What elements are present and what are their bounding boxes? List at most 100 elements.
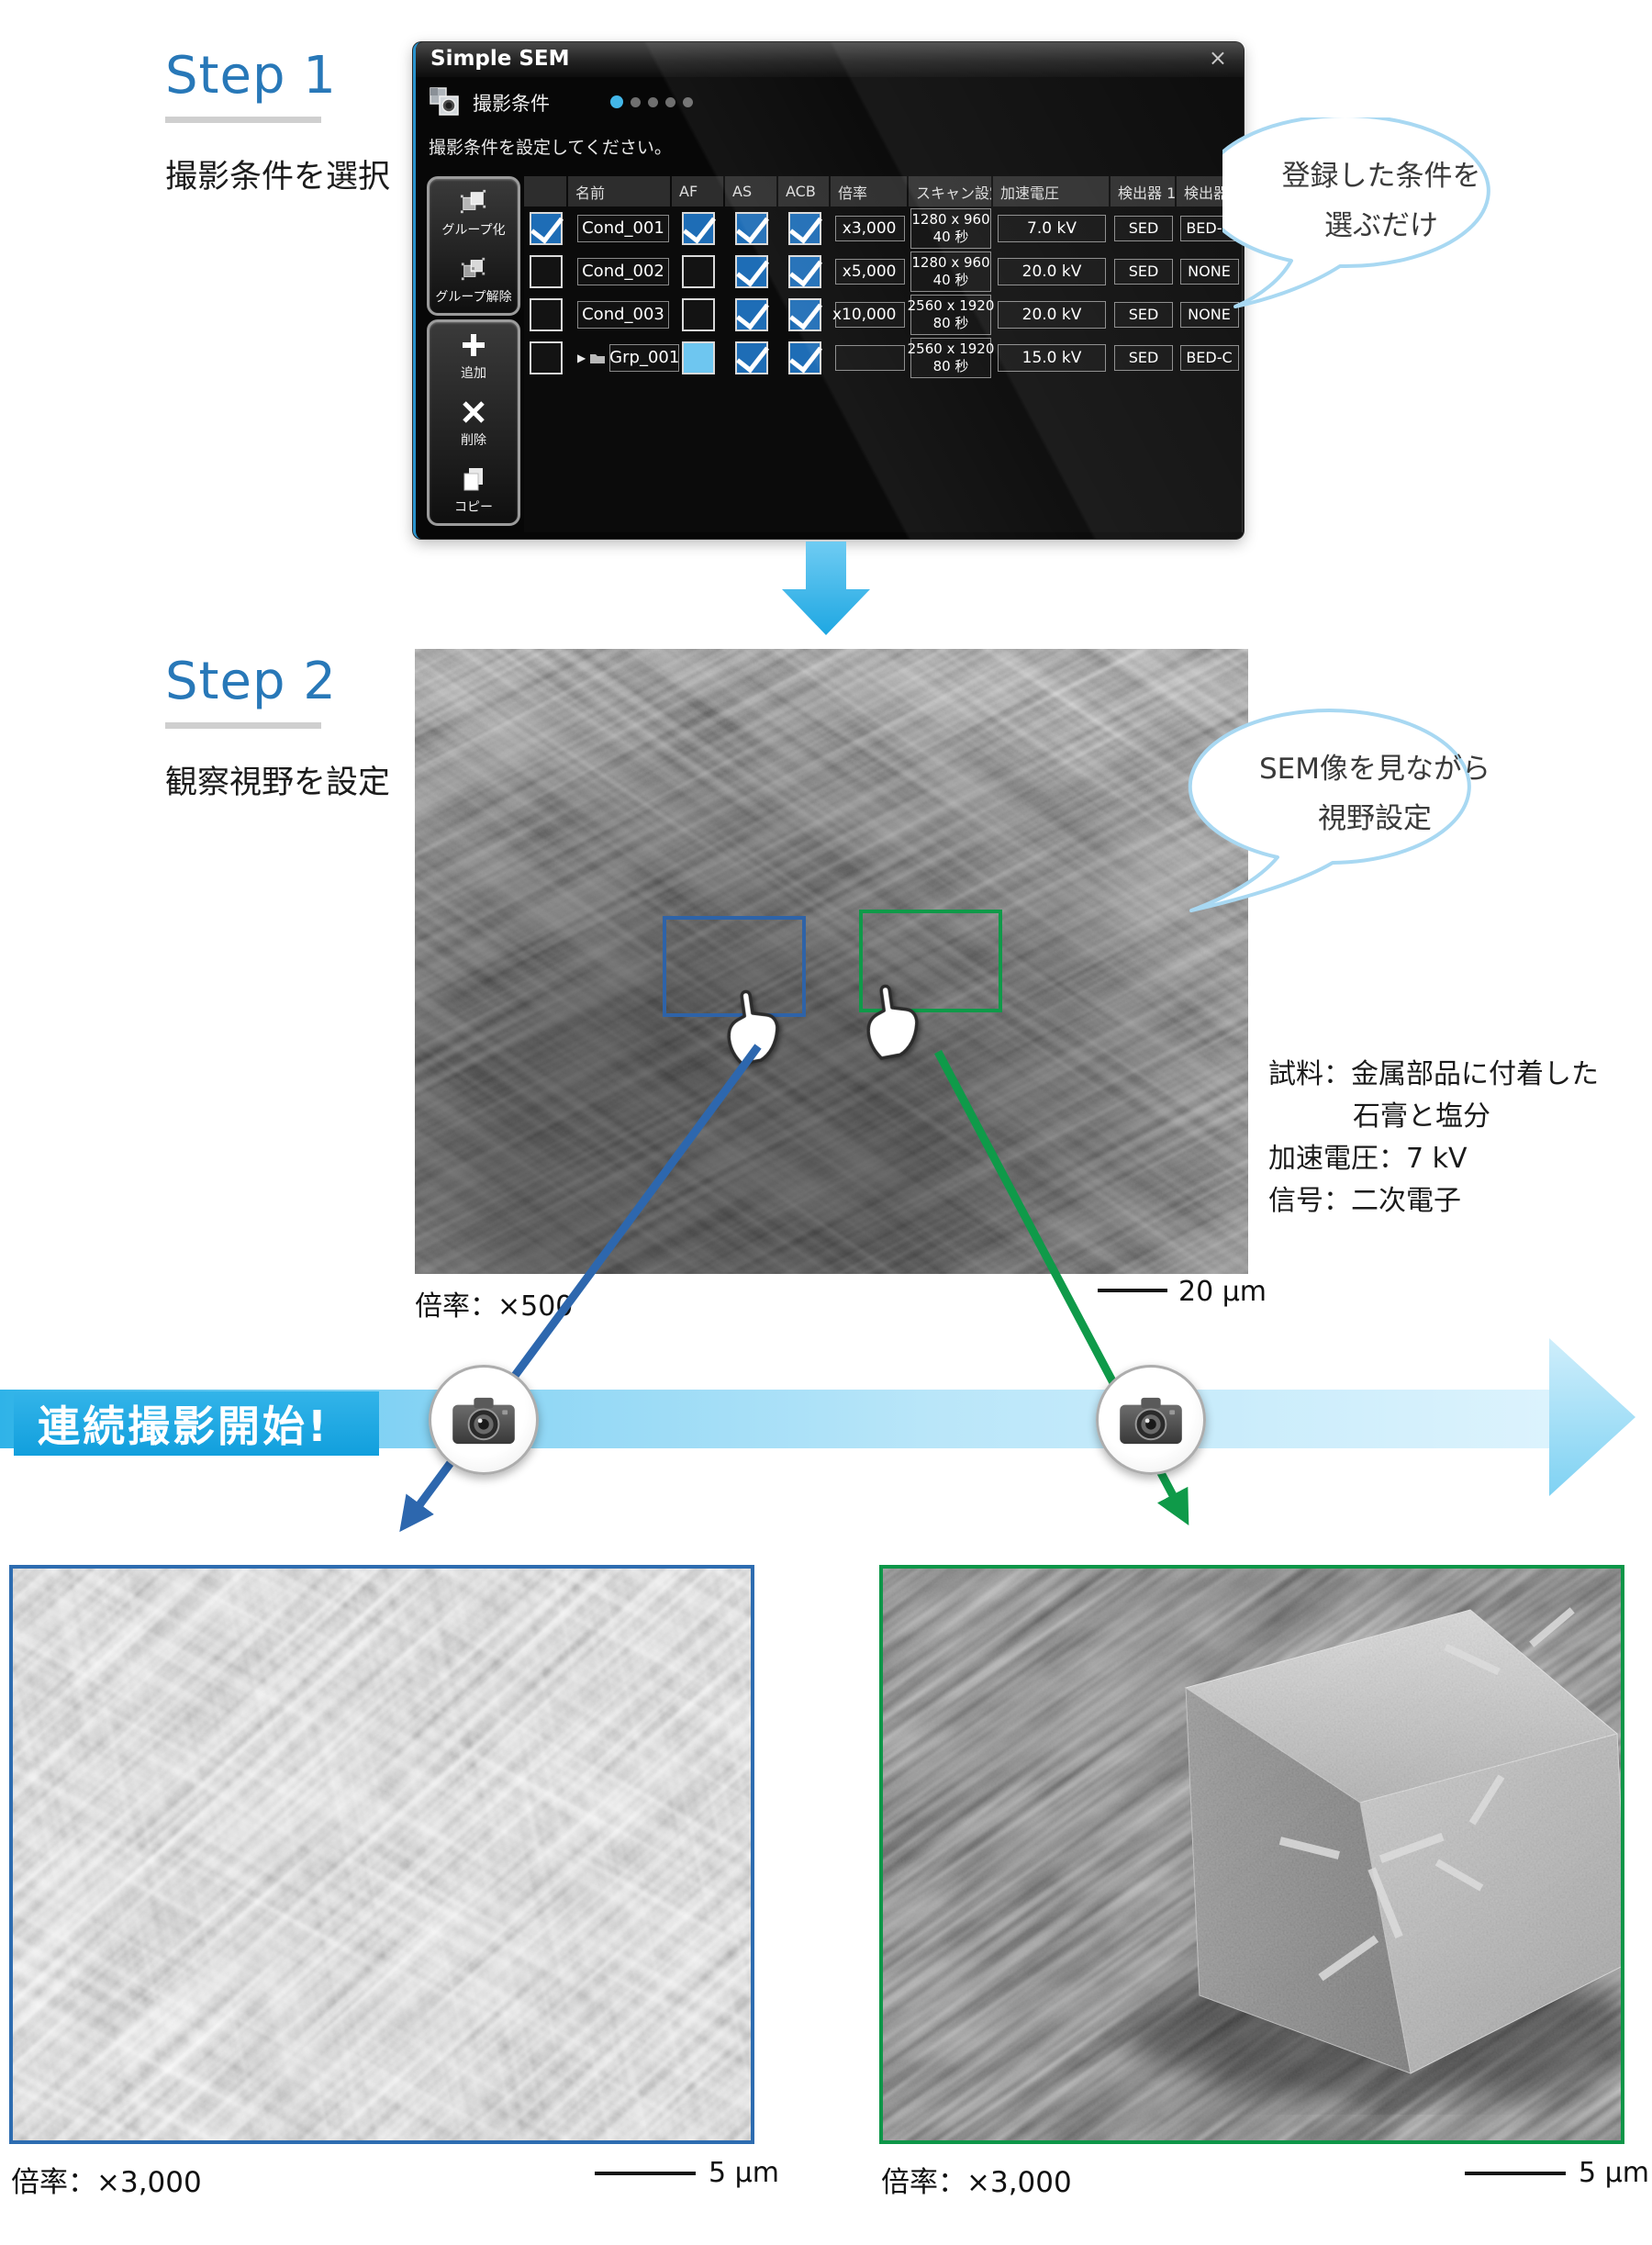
name-cell: ▶ Grp_001 <box>568 336 679 379</box>
detector2-value[interactable]: NONE <box>1179 258 1239 285</box>
af-checkbox[interactable] <box>682 341 715 374</box>
sample-info-line4: 信号：二次電子 <box>1268 1185 1461 1217</box>
bubble1-line1: 登録した条件を <box>1281 160 1481 193</box>
cell: 20.0 kV <box>993 293 1111 336</box>
expand-arrow-icon[interactable]: ▶ <box>577 351 586 364</box>
cell <box>524 250 568 293</box>
acb-checkbox[interactable] <box>787 341 821 374</box>
scan-size: 1280 x 960 <box>911 210 990 228</box>
progress-dot <box>631 96 641 107</box>
group-button-panel: グループ化 グループ解除 <box>427 176 520 316</box>
page-title: 撮影条件 <box>473 93 550 115</box>
magnification-value[interactable] <box>834 344 905 371</box>
detector1-value[interactable]: SED <box>1114 258 1173 285</box>
detector2-value[interactable]: NONE <box>1179 301 1239 328</box>
as-checkbox[interactable] <box>735 341 768 374</box>
name-field[interactable]: Grp_001 <box>609 343 679 372</box>
banner-label-text: 連続撮影開始! <box>38 1402 329 1451</box>
voltage-value[interactable]: 15.0 kV <box>998 343 1106 372</box>
progress-dot <box>683 96 693 107</box>
window-titlebar[interactable]: Simple SEM × <box>416 42 1244 77</box>
name-field[interactable]: Cond_003 <box>577 300 669 329</box>
copy-button[interactable]: コピー <box>430 456 518 523</box>
delete-button[interactable]: 削除 <box>430 389 518 456</box>
fov-rect-green[interactable] <box>859 910 1002 1012</box>
page-header: 撮影条件 <box>429 86 550 119</box>
sidebar: グループ化 グループ解除 追加 <box>427 176 520 530</box>
cell <box>672 207 725 250</box>
name-field[interactable]: Cond_002 <box>577 257 669 285</box>
af-checkbox[interactable] <box>682 297 715 331</box>
bubble-registered-conditions: 登録した条件を 選ぶだけ <box>1200 114 1525 321</box>
column-header: 検出器 1 <box>1111 176 1177 207</box>
name-cell: Cond_002 <box>568 250 672 293</box>
scan-size: 2560 x 1920 <box>907 340 995 357</box>
sample-info-line2: 石膏と塩分 <box>1353 1100 1490 1133</box>
voltage-value[interactable]: 20.0 kV <box>998 257 1106 285</box>
af-checkbox[interactable] <box>682 254 715 288</box>
detector2-value[interactable]: BED-C <box>1179 215 1239 241</box>
cell: NONE <box>1177 250 1242 293</box>
as-checkbox[interactable] <box>735 211 768 245</box>
fov-rect-blue[interactable] <box>663 916 806 1017</box>
folder-icon <box>589 352 606 364</box>
detector1-value[interactable]: SED <box>1114 344 1173 371</box>
sample-info-line3: 加速電圧：7 kV <box>1268 1143 1468 1175</box>
as-checkbox[interactable] <box>735 254 768 288</box>
scan-size: 1280 x 960 <box>911 253 990 271</box>
acb-checkbox[interactable] <box>787 297 821 331</box>
cell <box>524 336 568 379</box>
acb-checkbox[interactable] <box>787 254 821 288</box>
cell: BED-C <box>1177 336 1242 379</box>
magnification-value[interactable]: x3,000 <box>834 215 905 241</box>
step2-title: Step 2 <box>165 652 337 711</box>
detector2-value[interactable]: BED-C <box>1179 344 1239 371</box>
result-left-mag-label: 倍率：×3,000 <box>11 2166 202 2199</box>
group-button[interactable]: グループ化 <box>430 179 518 246</box>
add-button-label: 追加 <box>461 366 486 381</box>
column-header: 加速電圧 <box>993 176 1111 207</box>
cell: SED <box>1111 293 1177 336</box>
voltage-value[interactable]: 7.0 kV <box>998 214 1106 242</box>
ungroup-icon <box>460 255 487 283</box>
af-checkbox[interactable] <box>682 211 715 245</box>
magnification-value[interactable]: x10,000 <box>832 301 905 328</box>
row-select-checkbox[interactable] <box>530 341 563 374</box>
close-icon[interactable]: × <box>1208 45 1227 71</box>
cell: BED-C <box>1177 207 1242 250</box>
magnification-value[interactable]: x5,000 <box>834 258 905 285</box>
banner-label: 連続撮影開始! <box>14 1391 379 1456</box>
result-right-scale-bar <box>1465 2172 1566 2175</box>
delete-icon <box>460 398 487 426</box>
column-header: ACB <box>778 176 831 207</box>
cell <box>725 336 778 379</box>
voltage-value[interactable]: 20.0 kV <box>998 300 1106 329</box>
name-field[interactable]: Cond_001 <box>577 214 669 242</box>
cell: NONE <box>1177 293 1242 336</box>
detector1-value[interactable]: SED <box>1114 215 1173 241</box>
row-select-checkbox[interactable] <box>530 297 563 331</box>
banner-arrow-head <box>1549 1338 1641 1500</box>
add-button[interactable]: 追加 <box>430 322 518 389</box>
acb-checkbox[interactable] <box>787 211 821 245</box>
cell <box>831 336 909 379</box>
ungroup-button[interactable]: グループ解除 <box>430 246 518 313</box>
cell <box>672 293 725 336</box>
column-header: 名前 <box>568 176 672 207</box>
scan-time: 80 秒 <box>932 357 969 374</box>
detector1-value[interactable]: SED <box>1114 301 1173 328</box>
as-checkbox[interactable] <box>735 297 768 331</box>
sample-info-line1: 試料：金属部品に付着した <box>1268 1058 1599 1090</box>
row-select-checkbox[interactable] <box>530 211 563 245</box>
row-select-checkbox[interactable] <box>530 254 563 288</box>
